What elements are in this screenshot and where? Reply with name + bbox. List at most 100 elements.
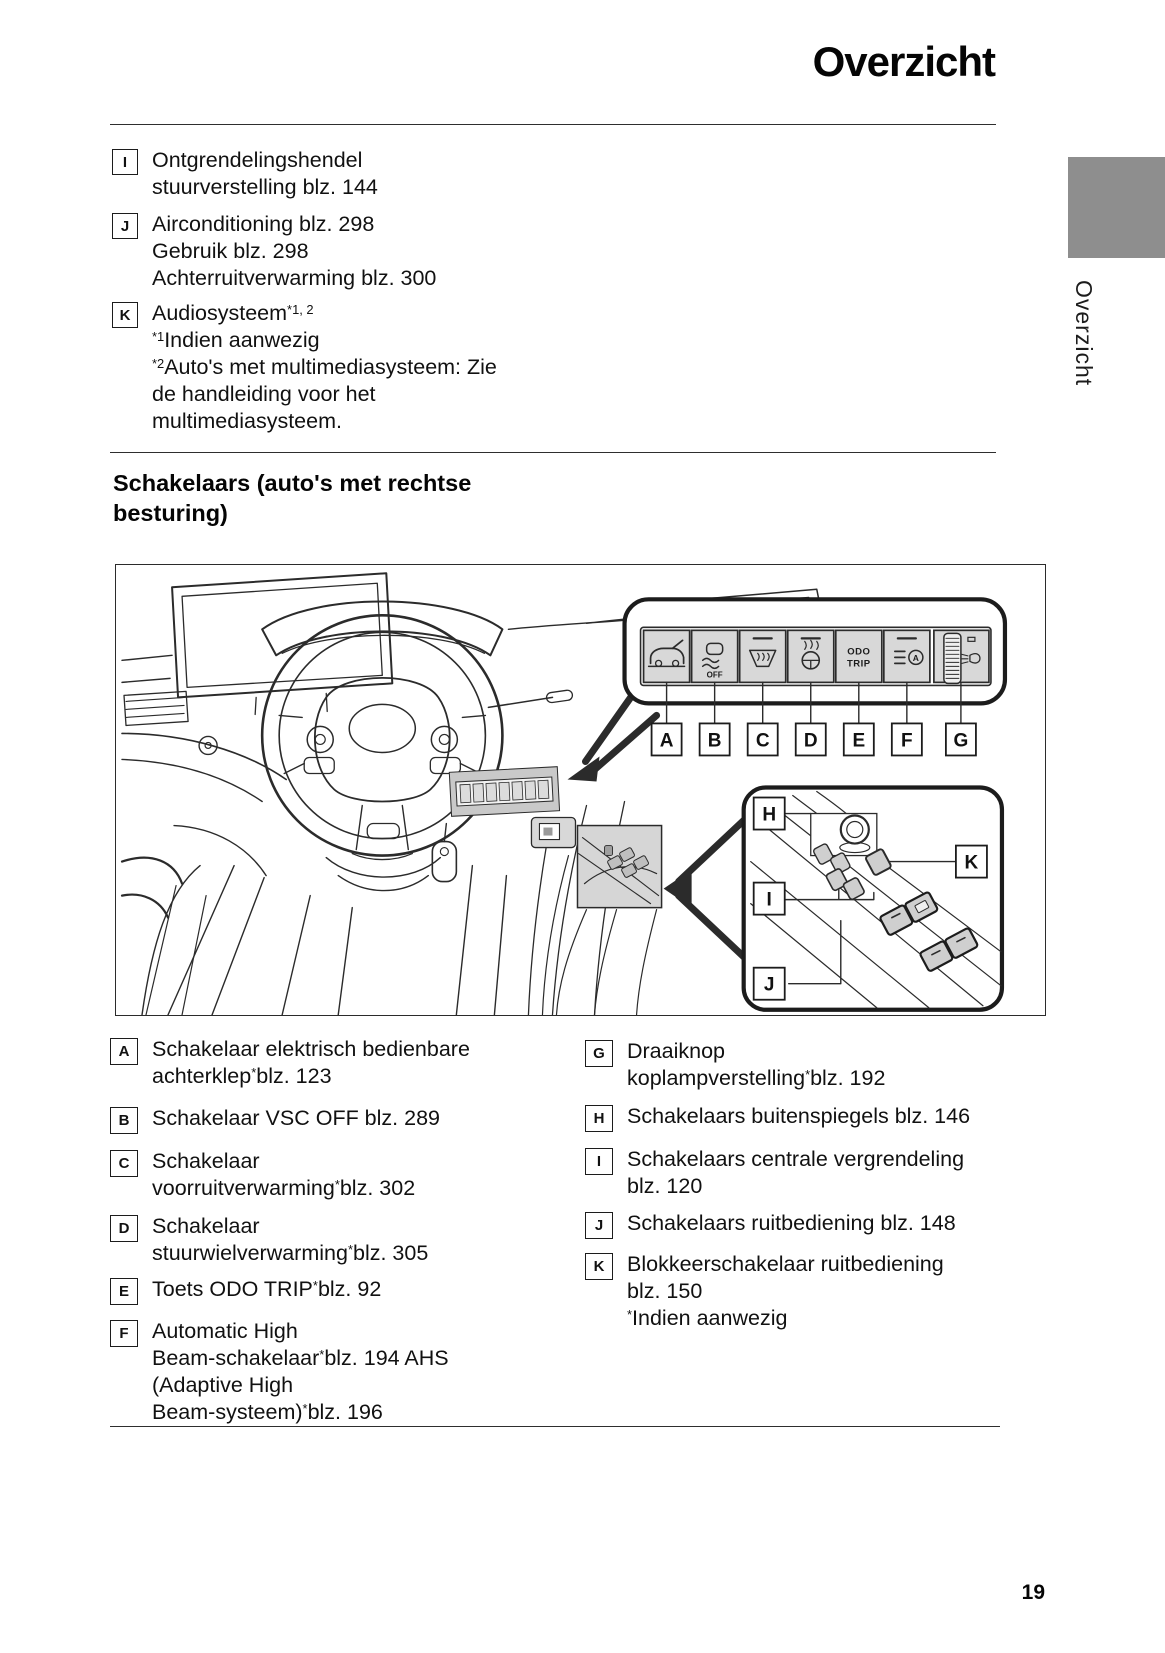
text-line: blz. 150 <box>627 1279 703 1303</box>
odo-trip-button <box>834 629 883 684</box>
callout-letter-box: H <box>585 1105 613 1132</box>
legend-text: Schakelaars centrale vergrendeling blz. … <box>627 1146 964 1200</box>
heading-line: besturing) <box>113 500 228 526</box>
callout-box-b: B <box>698 722 731 757</box>
window-switch <box>879 904 914 936</box>
legend-item-e: E Toets ODO TRIP*blz. 92 <box>110 1276 590 1305</box>
text-line: koplampverstelling*blz. 192 <box>627 1066 886 1090</box>
windshield-defrost-icon <box>748 637 777 668</box>
legend-text: Schakelaars ruitbediening blz. 148 <box>627 1210 956 1237</box>
callout-letter-box: B <box>110 1107 138 1134</box>
central-lock-switch <box>842 877 865 901</box>
callout-letter-box: F <box>110 1320 138 1347</box>
list-item-text: Ontgrendelingshendel stuurverstelling bl… <box>152 147 378 201</box>
legend-text: Schakelaars buitenspiegels blz. 146 <box>627 1103 970 1130</box>
text-line: Schakelaar <box>152 1149 260 1173</box>
svg-text:B: B <box>708 730 722 751</box>
page-number: 19 <box>1021 1581 1045 1604</box>
list-item-j: J Airconditioning blz. 298 Gebruik blz. … <box>112 211 632 292</box>
callout-box-f: F <box>890 722 923 757</box>
vsc-off-switch <box>690 629 739 684</box>
callout-box-h: H <box>752 796 786 831</box>
text-line: Beam-systeem)*blz. 196 <box>152 1400 383 1424</box>
text-line: Schakelaars centrale vergrendeling <box>627 1147 965 1171</box>
svg-text:TRIP: TRIP <box>847 658 871 669</box>
legend-item-a: A Schakelaar elektrisch bedienbare achte… <box>110 1036 590 1090</box>
text-line: Toets ODO TRIP*blz. 92 <box>152 1277 382 1301</box>
callout-letter-box: J <box>112 213 138 239</box>
page-title: Overzicht <box>812 38 996 85</box>
legend-text: Schakelaar stuurwielverwarming*blz. 305 <box>152 1213 428 1267</box>
callout-box-k: K <box>955 844 988 879</box>
legend-item-f: F Automatic High Beam-schakelaar*blz. 19… <box>110 1318 590 1426</box>
thumbwheel-icon <box>943 632 981 685</box>
callout-letter-box: J <box>585 1212 613 1239</box>
dashboard-diagram: OFF ODO TRIP <box>115 564 1046 1016</box>
door-panel-arrow <box>663 816 749 962</box>
text-line: voorruitverwarming*blz. 302 <box>152 1176 416 1200</box>
legend-text: Automatic High Beam-schakelaar*blz. 194 … <box>152 1318 449 1426</box>
steering-wheel <box>260 614 504 861</box>
switch-panel: OFF ODO TRIP <box>622 597 1008 757</box>
svg-text:A: A <box>660 730 674 751</box>
text-line: (Adaptive High <box>152 1373 294 1397</box>
text-line: Ontgrendelingshendel <box>152 148 363 172</box>
text-line: stuurwielverwarming*blz. 305 <box>152 1241 429 1265</box>
legend-text: Schakelaar VSC OFF blz. 289 <box>152 1105 440 1132</box>
legend-item-g: G Draaiknop koplampverstelling*blz. 192 <box>585 1038 1025 1092</box>
legend-item-d: D Schakelaar stuurwielverwarming*blz. 30… <box>110 1213 590 1267</box>
text-line: achterklep*blz. 123 <box>152 1064 332 1088</box>
legend-item-j: J Schakelaars ruitbediening blz. 148 <box>585 1210 1025 1239</box>
svg-text:D: D <box>804 730 818 751</box>
legend-item-i: I Schakelaars centrale vergrendeling blz… <box>585 1146 1025 1200</box>
text-line: Audiosysteem*1, 2 <box>152 301 314 325</box>
callout-box-i: I <box>752 881 786 916</box>
list-item-k: K Audiosysteem*1, 2 *1Indien aanwezig *2… <box>112 300 652 435</box>
svg-text:J: J <box>764 975 775 996</box>
wheel-heat-icon <box>800 637 821 670</box>
divider-rule <box>110 452 996 453</box>
odo-trip-label: ODO TRIP <box>847 646 871 669</box>
dashboard-line-art <box>120 572 822 1015</box>
chapter-tab-label: Overzicht <box>1071 280 1097 387</box>
legend-text: Draaiknop koplampverstelling*blz. 192 <box>627 1038 885 1092</box>
tailgate-icon <box>647 639 686 668</box>
window-switch <box>919 940 954 972</box>
callout-box-g: G <box>944 722 977 757</box>
text-line: Airconditioning blz. 298 <box>152 212 375 236</box>
footnote-line: de handleiding voor het <box>152 382 376 406</box>
list-item-text: Audiosysteem*1, 2 *1Indien aanwezig *2Au… <box>152 300 497 435</box>
text-line: Schakelaar VSC OFF blz. 289 <box>152 1106 440 1130</box>
callout-letter-box: I <box>585 1148 613 1175</box>
text-line: Schakelaars buitenspiegels blz. 146 <box>627 1104 971 1128</box>
text-line: Beam-schakelaar*blz. 194 AHS <box>152 1346 449 1370</box>
callout-letter-box: K <box>585 1253 613 1280</box>
svg-text:OFF: OFF <box>707 670 723 679</box>
svg-text:G: G <box>954 730 969 751</box>
text-line: Schakelaars ruitbediening blz. 148 <box>627 1211 956 1235</box>
footnote-line: *2Auto's met multimediasysteem: Zie <box>152 355 497 379</box>
text-line: Automatic High <box>152 1319 298 1343</box>
mirror-select-button <box>830 852 851 874</box>
footnote-line: multimediasysteem. <box>152 409 342 433</box>
text-line: Blokkeerschakelaar ruitbediening <box>627 1252 944 1276</box>
legend-item-c: C Schakelaar voorruitverwarming*blz. 302 <box>110 1148 590 1202</box>
footnote-line: *1Indien aanwezig <box>152 328 320 352</box>
dashboard-diagram-svg: OFF ODO TRIP <box>120 572 1008 1015</box>
callout-letter-box: E <box>110 1278 138 1305</box>
svg-text:H: H <box>762 805 776 826</box>
section-heading: Schakelaars (auto's met rechtse besturin… <box>113 468 471 528</box>
footnote-line: *Indien aanwezig <box>627 1306 788 1330</box>
callout-box-e: E <box>842 722 875 757</box>
auto-high-beam-icon: A <box>893 637 924 666</box>
svg-text:ODO: ODO <box>847 646 870 657</box>
legend-item-h: H Schakelaars buitenspiegels blz. 146 <box>585 1103 1025 1132</box>
callout-box-c: C <box>746 722 779 757</box>
legend-text: Toets ODO TRIP*blz. 92 <box>152 1276 381 1303</box>
legend-text: Blokkeerschakelaar ruitbediening blz. 15… <box>627 1251 944 1332</box>
callout-box-j: J <box>752 966 786 1001</box>
text-line: Schakelaar <box>152 1214 260 1238</box>
top-rule <box>110 124 996 125</box>
window-switch <box>944 927 979 959</box>
